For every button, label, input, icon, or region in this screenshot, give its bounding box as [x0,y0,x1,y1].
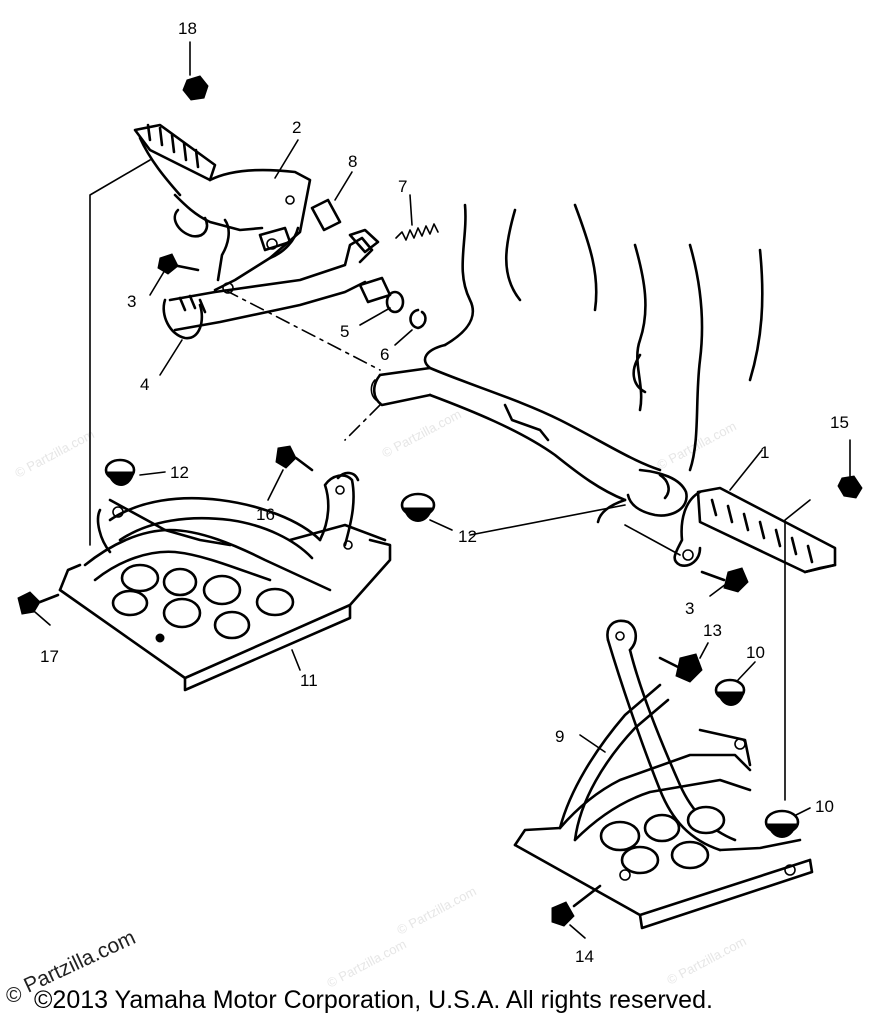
callout-15: 15 [830,413,849,432]
small-parts [17,75,863,927]
left-footpeg-assembly [133,123,392,340]
callout-17: 17 [40,647,59,666]
callout-12: 12 [170,463,189,482]
callout-11: 11 [300,671,318,690]
watermark-text: © Partzilla.com [394,883,478,937]
callout-14: 14 [575,947,594,966]
callout-5: 5 [340,322,349,341]
frame-tube [370,203,764,524]
watermark-text: © Partzilla.com [664,933,748,987]
watermark-layer: © Partzilla.com © Partzilla.com © Partzi… [12,406,748,990]
callout-10: 10 [746,643,765,662]
watermark-text: © Partzilla.com [12,426,96,480]
callout-3: 3 [127,292,136,311]
callout-1: 1 [760,443,769,462]
callout-2: 2 [292,118,301,137]
callout-3: 3 [685,599,694,618]
watermark-copyright-symbol: © [6,984,22,1007]
assembly-lines [89,159,811,801]
callout-9: 9 [555,727,564,746]
callout-18: 18 [178,19,197,38]
callout-6: 6 [380,345,389,364]
copyright-notice: ©2013 Yamaha Motor Corporation, U.S.A. A… [34,986,713,1014]
callout-13: 13 [703,621,722,640]
watermark-text: © Partzilla.com [324,936,408,990]
watermark-text: © Partzilla.com [379,406,463,460]
callout-7: 7 [398,177,407,196]
leader-lines [34,41,851,939]
callout-10: 10 [815,797,834,816]
callout-4: 4 [140,375,149,394]
right-footpeg [673,486,837,574]
callout-16: 16 [256,505,275,524]
left-footrest-plate [58,471,392,692]
callout-labels: 18 2 8 7 3 5 6 4 12 16 12 1 15 3 17 11 1… [40,19,849,966]
right-footrest-plate [513,619,814,930]
callout-8: 8 [348,152,357,171]
callout-12: 12 [458,527,477,546]
